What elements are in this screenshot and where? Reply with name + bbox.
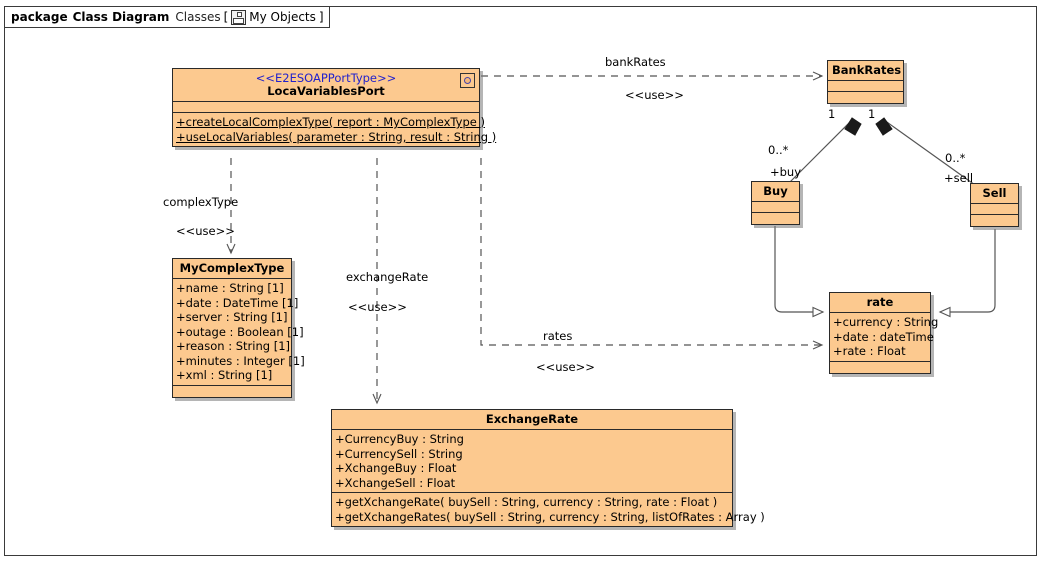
bracket-close: ] <box>318 10 324 24</box>
class-sell[interactable]: Sell <box>970 183 1019 227</box>
class-name: rate <box>866 295 894 309</box>
class-name: LocaVariablesPort <box>267 84 385 98</box>
package-keyword: package <box>11 10 68 24</box>
attribute-reason: +reason : String [1] <box>176 339 291 353</box>
bracket-open: [ <box>223 10 229 24</box>
attributes-compartment <box>752 202 799 213</box>
attribute-currencysell: +CurrencySell : String <box>335 446 463 461</box>
class-bankrates[interactable]: BankRates <box>827 60 904 104</box>
dependency-bankrates-stereotype: <<use>> <box>625 88 684 102</box>
multiplicity-bankrates-sell-source: 1 <box>868 107 876 121</box>
attributes-compartment: +CurrencyBuy : String +CurrencySell : St… <box>332 430 732 493</box>
attribute-xchangebuy: +XchangeBuy : Float <box>335 461 457 475</box>
attribute-minutes: +minutes : Integer [1] <box>176 353 305 368</box>
multiplicity-bankrates-buy-source: 1 <box>828 107 836 121</box>
class-header: MyComplexType <box>173 259 291 279</box>
operation-uselocalvariables: +useLocalVariables( parameter : String, … <box>176 129 497 144</box>
dependency-rates-stereotype: <<use>> <box>536 360 595 374</box>
attributes-compartment: +currency : String +date : dateTime +rat… <box>830 313 939 362</box>
attribute-date: +date : dateTime <box>833 329 934 344</box>
class-name: Sell <box>982 186 1007 200</box>
class-header: Buy <box>752 182 799 202</box>
class-header: <<E2ESOAPPortType>> LocaVariablesPort <box>173 69 479 102</box>
port-interface-icon <box>460 73 475 88</box>
class-exchangerate[interactable]: ExchangeRate +CurrencyBuy : String +Curr… <box>331 409 765 527</box>
attribute-xml: +xml : String [1] <box>176 368 273 382</box>
operations-compartment <box>828 92 903 103</box>
attribute-server: +server : String [1] <box>176 310 288 324</box>
attribute-outage: +outage : Boolean [1] <box>176 324 304 339</box>
operations-compartment <box>830 362 930 373</box>
class-name: ExchangeRate <box>485 412 579 426</box>
operations-compartment <box>173 386 291 397</box>
class-stereotype: <<E2ESOAPPortType>> <box>255 71 397 85</box>
class-header: ExchangeRate <box>332 410 732 430</box>
dependency-bankrates-label: bankRates <box>605 55 666 69</box>
attribute-name: +name : String [1] <box>176 281 284 295</box>
role-sell: +sell <box>944 171 974 185</box>
operations-compartment: +getXchangeRate( buySell : String, curre… <box>332 493 765 526</box>
attribute-rate: +rate : Float <box>833 344 906 358</box>
attributes-compartment: +name : String [1] +date : DateTime [1] … <box>173 279 305 386</box>
operations-compartment <box>752 213 799 224</box>
dependency-exchangerate-stereotype: <<use>> <box>348 300 407 314</box>
dependency-exchangerate-label: exchangeRate <box>346 270 429 284</box>
class-header: BankRates <box>828 61 903 81</box>
role-buy: +buy <box>770 165 802 179</box>
multiplicity-bankrates-buy-target: 0..* <box>768 143 789 157</box>
package-object-label: My Objects <box>249 10 316 24</box>
class-name: Buy <box>763 184 788 198</box>
class-name: MyComplexType <box>179 261 285 275</box>
operations-compartment: +createLocalComplexType( report : MyComp… <box>173 113 497 146</box>
package-qualifier: Classes <box>175 10 221 24</box>
class-name: BankRates <box>832 63 902 77</box>
class-diagram-icon <box>231 9 247 25</box>
dependency-rates-label: rates <box>543 329 573 343</box>
operation-getxchangerates: +getXchangeRates( buySell : String, curr… <box>335 509 765 524</box>
class-rate[interactable]: rate +currency : String +date : dateTime… <box>829 292 939 374</box>
class-mycomplextype[interactable]: MyComplexType +name : String [1] +date :… <box>172 258 305 398</box>
operations-compartment <box>971 215 1018 226</box>
operation-createlocalcomplextype: +createLocalComplexType( report : MyComp… <box>176 115 485 129</box>
class-buy[interactable]: Buy <box>751 181 800 225</box>
operation-getxchangerate: +getXchangeRate( buySell : String, curre… <box>335 495 718 509</box>
class-header: rate <box>830 293 930 313</box>
attribute-currency: +currency : String <box>833 315 939 329</box>
dependency-complextype-label: complexType <box>163 195 239 209</box>
dependency-complextype-stereotype: <<use>> <box>176 224 235 238</box>
attribute-xchangesell: +XchangeSell : Float <box>335 475 456 490</box>
attribute-currencybuy: +CurrencyBuy : String <box>335 432 464 446</box>
package-frame-header: package Class Diagram Classes [ My Objec… <box>4 6 330 28</box>
attribute-date: +date : DateTime [1] <box>176 295 299 310</box>
multiplicity-bankrates-sell-target: 0..* <box>945 151 966 165</box>
package-name: Class Diagram <box>72 10 170 24</box>
attributes-compartment <box>173 102 479 113</box>
class-header: Sell <box>971 184 1018 204</box>
class-locavariablesport[interactable]: <<E2ESOAPPortType>> LocaVariablesPort +c… <box>172 68 497 147</box>
attributes-compartment <box>828 81 903 92</box>
attributes-compartment <box>971 204 1018 215</box>
